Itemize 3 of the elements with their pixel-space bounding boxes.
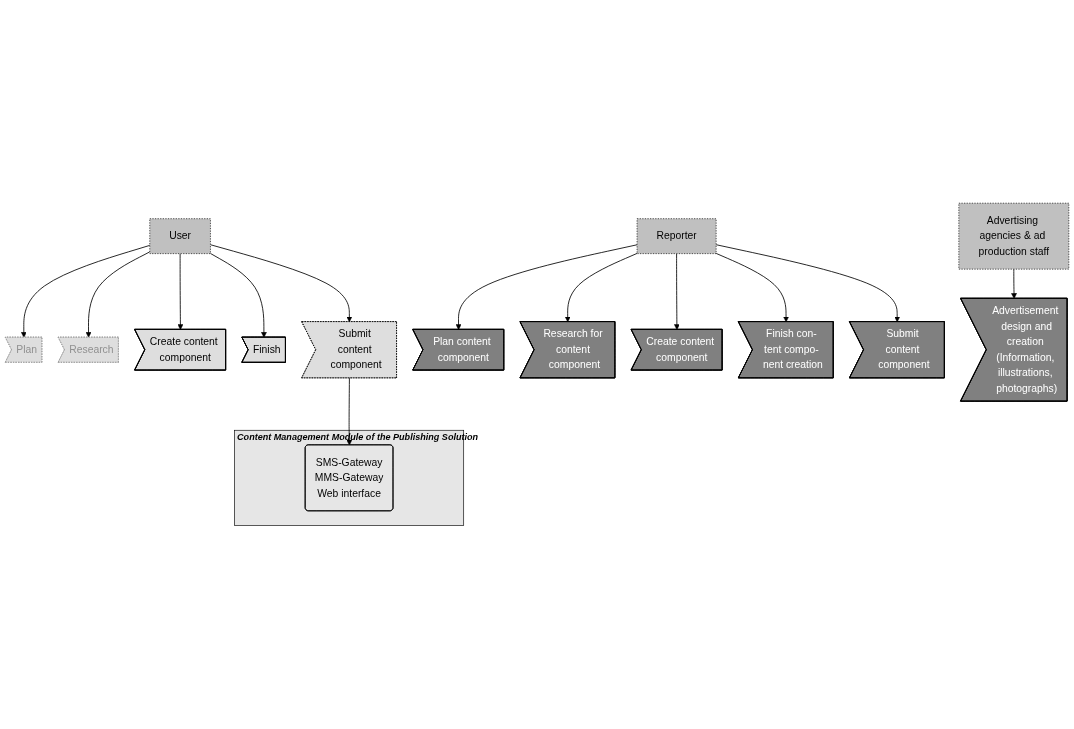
node-box: User [149, 218, 211, 255]
node-box: Advertising agencies & ad production staff [958, 203, 1070, 270]
node-box: Reporter [636, 218, 717, 255]
